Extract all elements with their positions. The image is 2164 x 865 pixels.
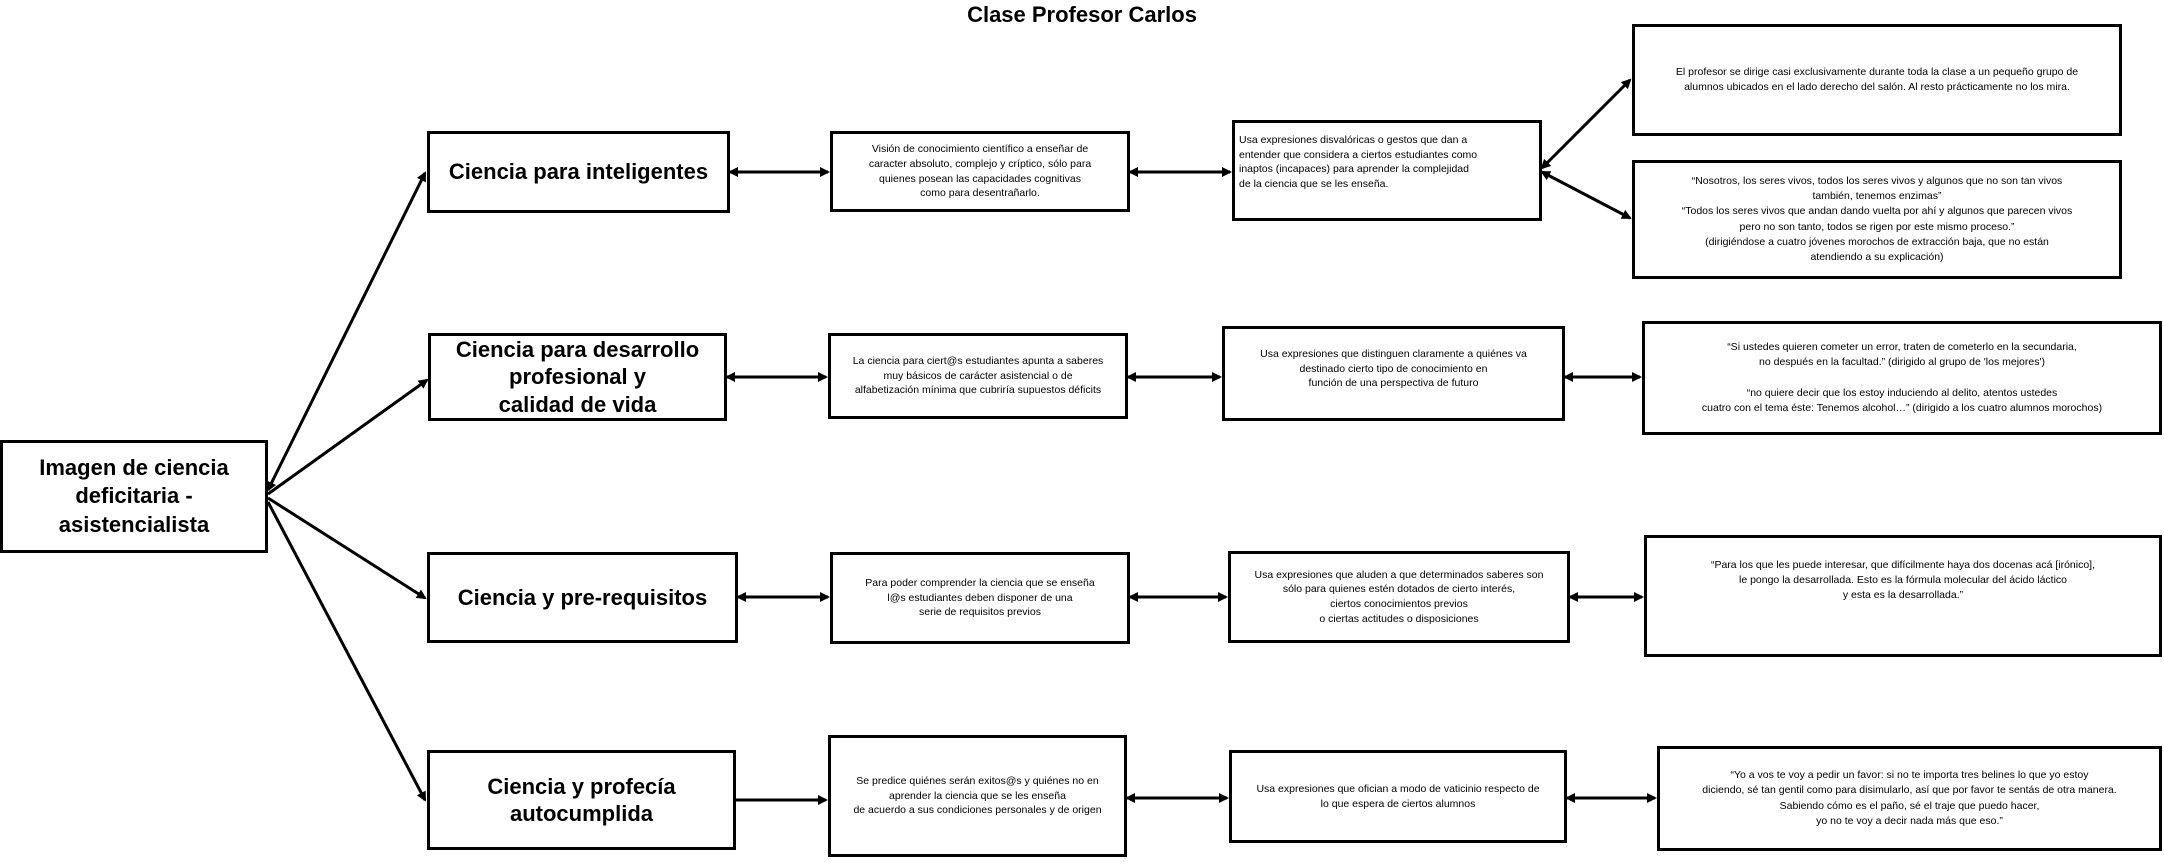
- expression-box-3: Usa expresiones que aluden a que determi…: [1228, 551, 1570, 643]
- description-box-2: La ciencia para ciert@s estudiantes apun…: [828, 333, 1128, 419]
- quote-box-2: “Si ustedes quieren cometer un error, tr…: [1642, 321, 2162, 435]
- category-box-1: Ciencia para inteligentes: [427, 131, 730, 213]
- root-concept-box: Imagen de ciencia deficitaria - asistenc…: [0, 440, 268, 553]
- arrow-expr1-quote1b: [1540, 170, 1632, 220]
- arrow-root-to-cat-4: [266, 501, 427, 802]
- expression-box-2: Usa expresiones que distinguen clarament…: [1222, 326, 1565, 421]
- arrow-root-to-cat-2: [267, 378, 429, 496]
- quote-box-1a: El profesor se dirige casi exclusivament…: [1632, 24, 2122, 136]
- category-box-2: Ciencia para desarrollo profesional y ca…: [428, 333, 727, 421]
- arrow-root-to-cat-1: [266, 171, 427, 492]
- category-box-3: Ciencia y pre-requisitos: [427, 552, 738, 643]
- quote-box-1b: “Nosotros, los seres vivos, todos los se…: [1632, 160, 2122, 279]
- expression-box-4: Usa expresiones que ofician a modo de va…: [1229, 750, 1567, 843]
- description-box-4: Se predice quiénes serán exitos@s y quié…: [828, 735, 1127, 857]
- category-box-4: Ciencia y profecía autocumplida: [427, 750, 736, 850]
- arrow-expr1-quote1a: [1540, 78, 1632, 170]
- arrow-root-to-cat-3: [267, 496, 427, 600]
- description-box-3: Para poder comprender la ciencia que se …: [830, 552, 1130, 644]
- description-box-1: Visión de conocimiento científico a ense…: [830, 131, 1130, 212]
- quote-box-4: “Yo a vos te voy a pedir un favor: si no…: [1657, 746, 2162, 851]
- expression-box-1: Usa expresiones disvalóricas o gestos qu…: [1232, 120, 1542, 221]
- quote-box-3: “Para los que les puede interesar, que d…: [1644, 535, 2162, 657]
- diagram-title: Clase Profesor Carlos: [967, 2, 1197, 27]
